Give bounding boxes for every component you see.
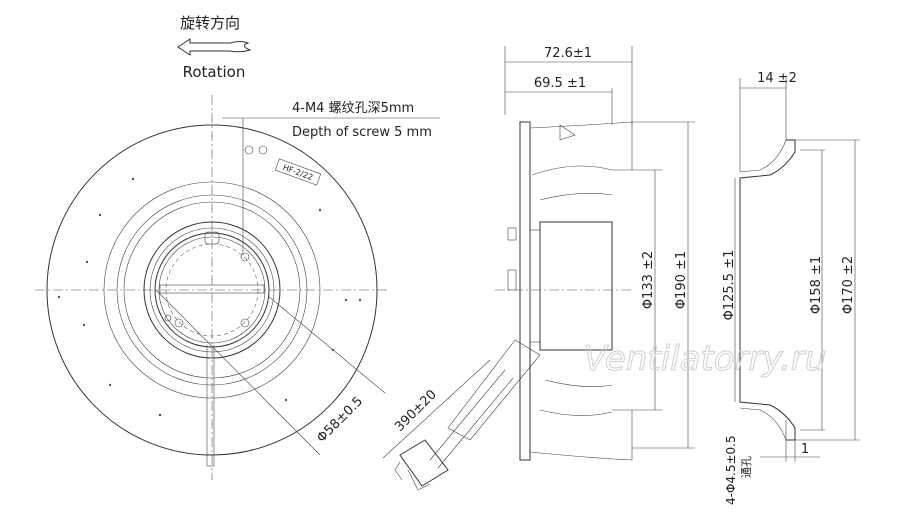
rotation-indicator: 旋转方向 Rotation <box>177 14 252 81</box>
hub-dia-extension <box>155 289 321 456</box>
rivet-dot <box>284 398 288 402</box>
rotation-label-en: Rotation <box>183 63 246 81</box>
rotation-arrow-icon <box>177 38 252 56</box>
inlet-ring-view: 14 ±2 Φ125.5 ±1 Φ158 ±1 Φ170 ±2 1 4-Φ4.5… <box>722 71 860 505</box>
motor-face-inner <box>158 236 266 344</box>
rivet-dot <box>131 177 135 181</box>
motor-housing <box>539 221 613 351</box>
rotor-outer-ring <box>116 194 308 386</box>
ring-profile <box>739 139 796 441</box>
rivet-dot <box>358 298 362 302</box>
screw-note-cn: 4-M4 螺纹孔深5mm <box>292 101 414 116</box>
overall-depth-label: 72.6±1 <box>544 46 592 61</box>
cable-length-dim-line <box>382 359 491 459</box>
cable-wires <box>429 369 514 469</box>
cable-assembly: 390±20 <box>382 339 541 491</box>
connector-latch <box>394 461 431 491</box>
rivet-dot <box>344 298 348 302</box>
d158-label: Φ158 ±1 <box>809 256 824 314</box>
cable-sleeve <box>447 339 541 441</box>
rivet-dot <box>98 213 102 217</box>
screw-hole <box>240 252 250 262</box>
d170-label: Φ170 ±2 <box>841 256 856 314</box>
lip-label: 1 <box>801 442 809 457</box>
rivet-dot <box>57 295 61 299</box>
screw-pitch-circle <box>165 243 259 337</box>
ring-inner-bottom <box>739 407 787 441</box>
d133-label: Φ133 ±2 <box>641 251 656 309</box>
rotation-label-cn: 旋转方向 <box>180 14 240 32</box>
hub-ring <box>149 227 275 353</box>
watermark: Ventilatorry.ru <box>584 339 827 379</box>
rotor-ring <box>123 201 301 379</box>
shaft-boss <box>507 269 517 291</box>
ring-inner-top <box>739 139 787 173</box>
body-depth-label: 69.5 ±1 <box>534 76 586 91</box>
screw-hole <box>174 318 184 328</box>
rivet-dot <box>85 260 89 264</box>
terminal-block <box>204 231 220 245</box>
screw-hole <box>240 318 250 328</box>
hub-dia-dim-line <box>267 295 386 394</box>
motor-face-slot <box>159 284 265 294</box>
connector-body <box>399 439 449 487</box>
blade-profile <box>531 165 613 416</box>
product-label: HF-2/22 <box>274 158 322 186</box>
rivet-dot <box>318 208 322 212</box>
impeller-outer-disc <box>46 124 378 456</box>
screw-hole <box>164 314 172 322</box>
screw-note-en: Depth of screw 5 mm <box>292 125 432 140</box>
label-plate <box>274 158 322 186</box>
motor-flange <box>529 229 541 343</box>
rivet-dot <box>158 413 162 417</box>
hub-outer-circle <box>143 221 281 359</box>
balance-hole <box>244 145 254 155</box>
back-plate <box>519 121 531 461</box>
d190-label: Φ190 ±1 <box>674 251 689 309</box>
shaft-nut <box>507 227 517 241</box>
shroud-top <box>529 121 633 170</box>
cable-gland <box>559 124 576 141</box>
rivet-dot <box>108 383 112 387</box>
rivet-dot <box>82 323 86 327</box>
motor-face-circle <box>154 232 270 348</box>
shroud-bottom <box>529 410 633 461</box>
thickness-label: 14 ±2 <box>757 71 797 86</box>
hub-dia-label: Φ58±0.5 <box>314 394 366 446</box>
holes-note: 通孔 <box>740 456 753 478</box>
shroud-inner-edge <box>103 181 321 399</box>
front-view: HF-2/22 4-M4 螺纹孔深5mm Depth of screw 5 mm… <box>35 95 440 480</box>
balance-hole <box>258 145 268 155</box>
side-view: 72.6±1 69.5 ±1 Φ133 ±2 Φ190 ±1 <box>495 46 695 461</box>
d125-label: Φ125.5 ±1 <box>722 250 737 321</box>
holes-label: 4-Φ4.5±0.5 <box>724 435 738 505</box>
